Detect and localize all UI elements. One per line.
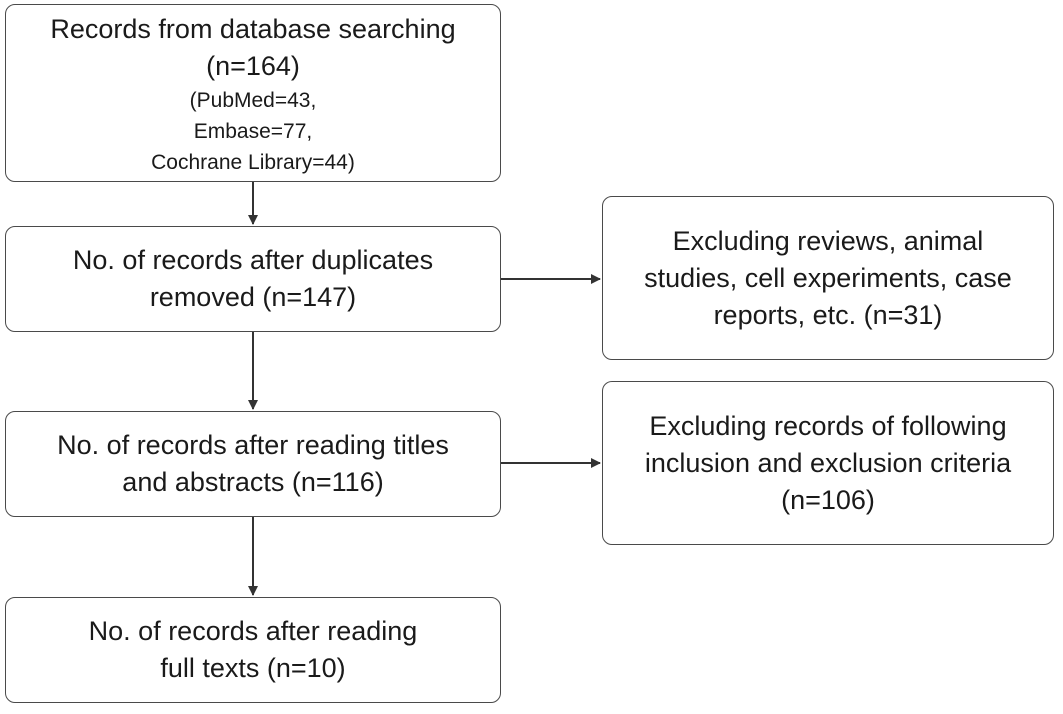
exclusion2-line2: inclusion and exclusion criteria	[644, 447, 1012, 478]
exclusion1-line3: reports, etc. (n=31)	[713, 299, 943, 330]
exclusion-box-criteria: Excluding records of following inclusion…	[602, 381, 1054, 545]
exclusion2-line3: (n=106)	[781, 484, 875, 515]
search-box-count: (n=164)	[206, 50, 300, 81]
dedup-box-line2: removed (n=147)	[149, 282, 357, 312]
exclusion-box-reviews: Excluding reviews, animal studies, cell …	[602, 196, 1054, 360]
search-box-pubmed: (PubMed=43,	[189, 88, 317, 112]
fulltext-box: No. of records after reading full texts …	[5, 597, 501, 703]
dedup-box: No. of records after duplicates removed …	[5, 226, 501, 332]
search-box-cochrane: Cochrane Library=44)	[151, 150, 355, 174]
fulltext-box-line2: full texts (n=10)	[160, 653, 346, 683]
fulltext-box-line1: No. of records after reading	[88, 616, 418, 646]
dedup-box-line1: No. of records after duplicates	[72, 245, 434, 275]
exclusion1-line1: Excluding reviews, animal	[672, 225, 984, 256]
title-abstract-screening-box: No. of records after reading titles and …	[5, 411, 501, 517]
screening-box-line1: No. of records after reading titles	[57, 430, 449, 460]
search-box-title: Records from database searching	[50, 13, 456, 44]
records-search-box: Records from database searching (n=164) …	[5, 4, 501, 182]
screening-box-line2: and abstracts (n=116)	[122, 467, 384, 497]
exclusion1-line2: studies, cell experiments, case	[644, 262, 1012, 293]
search-box-embase: Embase=77,	[193, 119, 313, 143]
exclusion2-line1: Excluding records of following	[649, 410, 1007, 441]
